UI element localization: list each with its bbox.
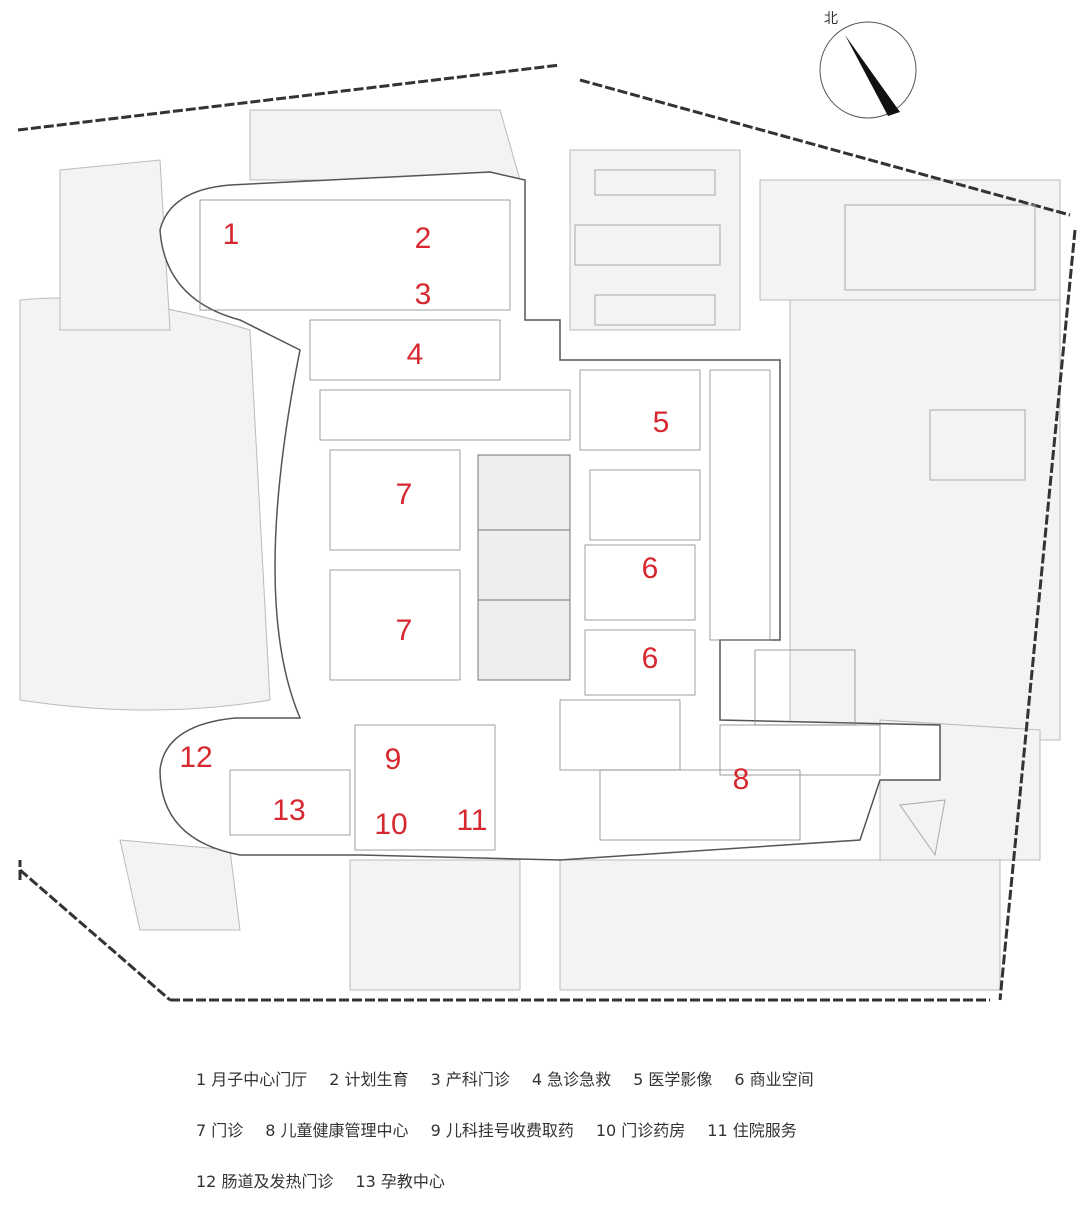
legend-item: 7 门诊 bbox=[196, 1121, 244, 1140]
legend-item: 13 孕教中心 bbox=[355, 1172, 445, 1191]
legend-item: 6 商业空间 bbox=[734, 1070, 814, 1089]
room-label-2: 2 bbox=[415, 222, 432, 255]
legend-item: 4 急诊急救 bbox=[531, 1070, 612, 1089]
room-label-6b: 6 bbox=[642, 642, 659, 675]
legend-item: 8 儿童健康管理中心 bbox=[265, 1121, 409, 1140]
room-label-4: 4 bbox=[407, 338, 424, 371]
room-grid bbox=[199, 199, 881, 851]
legend-item: 11 住院服务 bbox=[707, 1121, 797, 1140]
legend-item: 9 儿科挂号收费取药 bbox=[430, 1121, 574, 1140]
room-label-6a: 6 bbox=[642, 552, 659, 585]
room-label-12: 12 bbox=[179, 741, 212, 774]
legend-item: 12 肠道及发热门诊 bbox=[196, 1172, 334, 1191]
north-compass-icon bbox=[819, 21, 917, 119]
room-label-1: 1 bbox=[223, 218, 240, 251]
room-label-13: 13 bbox=[272, 794, 305, 827]
legend-item: 10 门诊药房 bbox=[595, 1121, 686, 1140]
north-label: 北 bbox=[824, 11, 838, 27]
room-label-10: 10 bbox=[374, 808, 407, 841]
site-boundary bbox=[17, 63, 1077, 1002]
legend-item: 5 医学影像 bbox=[633, 1070, 713, 1089]
legend-item: 1 月子中心门厅 bbox=[196, 1070, 308, 1089]
room-label-8: 8 bbox=[733, 763, 750, 796]
legend-item: 3 产科门诊 bbox=[430, 1070, 510, 1089]
legend-row-2: 7 门诊 8 儿童健康管理中心 9 儿科挂号收费取药 10 门诊药房 11 住院服务 bbox=[196, 1117, 819, 1141]
room-label-3: 3 bbox=[415, 278, 432, 311]
legend-row-1: 1 月子中心门厅 2 计划生育 3 产科门诊 4 急诊急救 5 医学影像 6 商业空间 bbox=[196, 1066, 836, 1090]
site-ground bbox=[19, 109, 1061, 991]
room-label-11: 11 bbox=[456, 804, 487, 837]
room-label-5: 5 bbox=[653, 406, 670, 439]
legend-row-3: 12 肠道及发热门诊 13 孕教中心 bbox=[196, 1168, 467, 1192]
parking bbox=[574, 169, 1036, 857]
room-label-7a: 7 bbox=[396, 478, 413, 511]
room-label-9: 9 bbox=[385, 743, 402, 776]
legend-item: 2 计划生育 bbox=[329, 1070, 409, 1089]
courtyard bbox=[477, 454, 571, 681]
room-label-7b: 7 bbox=[396, 614, 413, 647]
